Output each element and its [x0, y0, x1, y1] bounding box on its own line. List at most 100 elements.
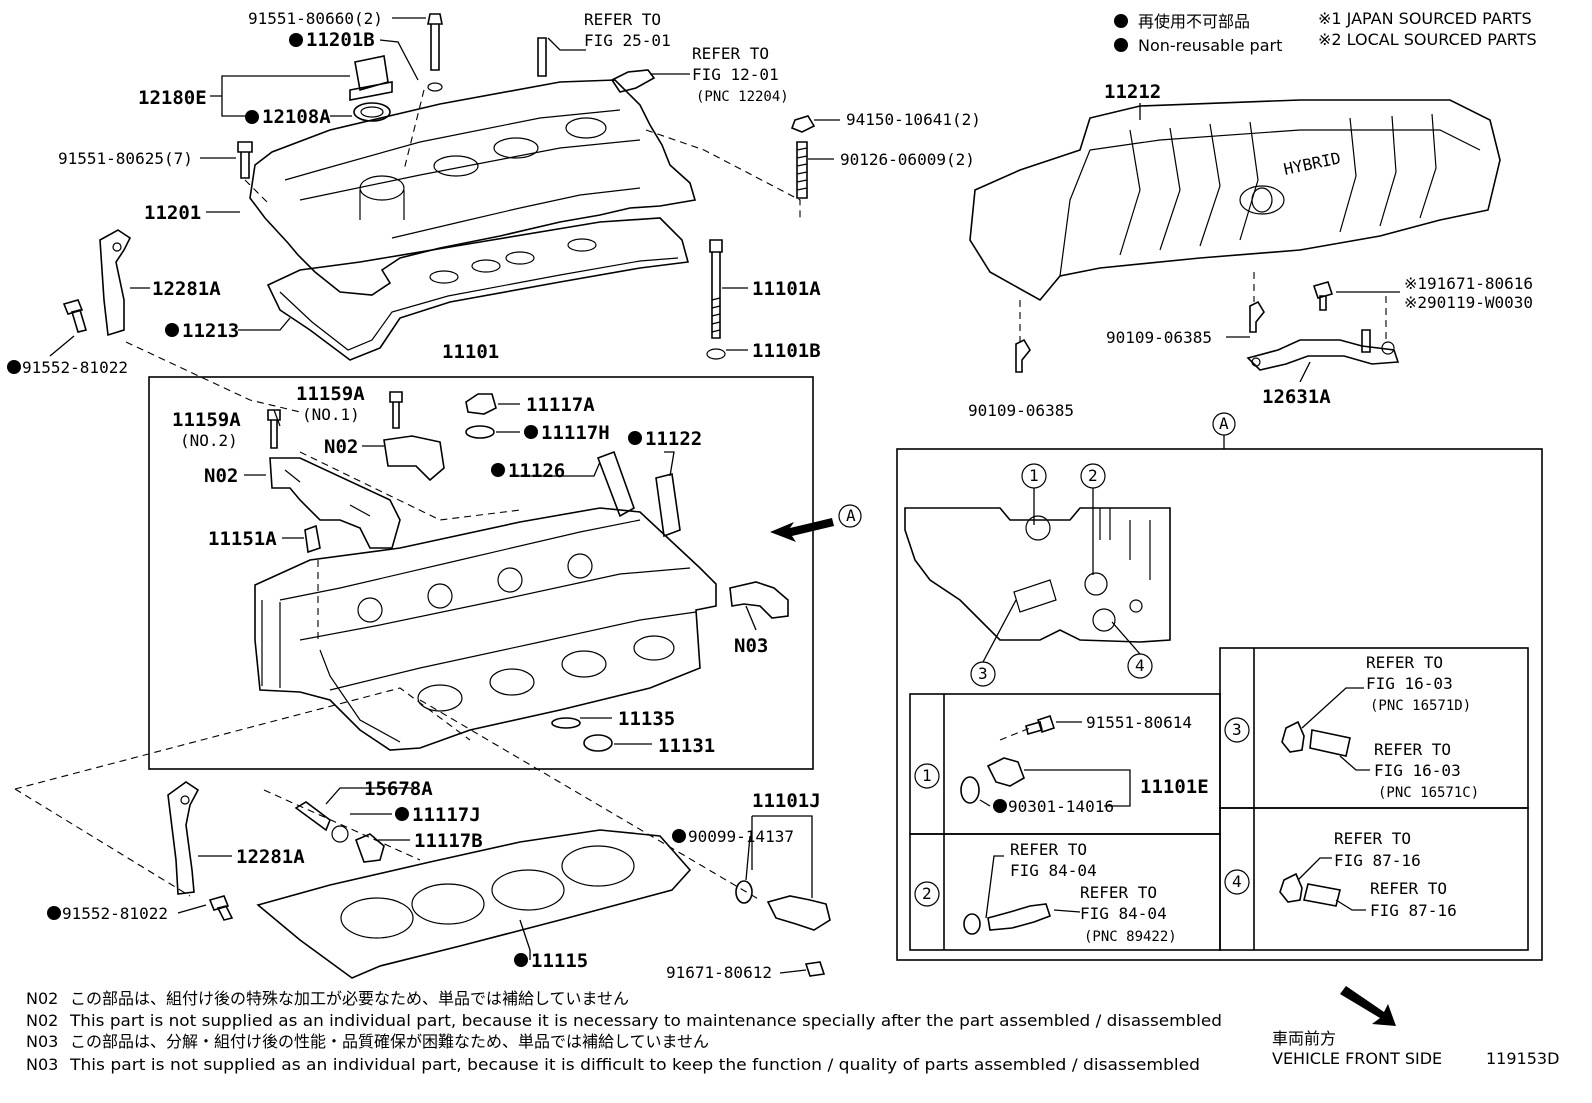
label-12108A: 12108A [262, 106, 331, 128]
note-2-text: This part is not supplied as an individu… [69, 1011, 1222, 1030]
cover-hybrid-text: HYBRID [1282, 148, 1342, 179]
non-reusable-dot-icon [47, 906, 61, 920]
spark-plug-hole [493, 137, 539, 159]
leader-lines [49, 17, 1400, 974]
label-12281A-bottom: 12281A [236, 846, 305, 868]
o-ring-90099 [735, 880, 753, 904]
box-3-label: 3 [1232, 720, 1242, 739]
grommet-90109-right [1249, 300, 1265, 333]
nut-94150 [790, 115, 816, 133]
exhaust-port [561, 650, 607, 678]
label-90109-right: 90109-06385 [1106, 328, 1212, 347]
bolt-91551-80614 [1025, 714, 1056, 735]
pcv-valve [610, 69, 656, 93]
spark-plug-hole [433, 155, 479, 177]
label-11159A-no1: 11159A [296, 383, 365, 405]
label-91552-81022-bottom: 91552-81022 [62, 904, 168, 923]
label-11159A-no2: 11159A [172, 409, 241, 431]
label-11159A-no1-sub: (NO.1) [302, 405, 360, 424]
stud-refer-25-01 [537, 37, 547, 77]
label-N02-b: N02 [204, 465, 238, 487]
label-11117B: 11117B [414, 830, 483, 852]
legend-note-2: ※2 LOCAL SOURCED PARTS [1318, 30, 1537, 49]
label-11201B: 11201B [306, 29, 375, 51]
refer-84-04-c2: (PNC 89422) [1084, 929, 1177, 945]
refer-25-01-a: REFER TO [584, 10, 661, 29]
refer-12-01-c: (PNC 12204) [696, 89, 789, 105]
footnotes: N02 この部品は、組付け後の特殊な加工が必要なため、単品では補給していません … [26, 989, 1222, 1074]
non-reusable-dot-icon [165, 323, 179, 337]
label-11117H: 11117H [541, 422, 610, 444]
gasket-11117H [465, 425, 495, 439]
view-a-arrow-icon [770, 518, 834, 542]
legend: 再使用不可部品 Non-reusable part ※1 JAPAN SOURC… [1114, 9, 1537, 55]
hose-fig87 [1303, 883, 1341, 907]
refer-12-01-a: REFER TO [692, 44, 769, 63]
oil-filler-cap [349, 55, 393, 101]
callout-1-label: 1 [1029, 466, 1039, 485]
detail-box-3 [1219, 647, 1529, 809]
sensor-fig84 [987, 903, 1052, 931]
cover-gasket [266, 217, 690, 361]
sensor-11101J [766, 895, 831, 931]
non-reusable-dot-icon [289, 33, 303, 47]
label-11101E: 11101E [1140, 776, 1209, 798]
label-15678A: 15678A [364, 778, 433, 800]
note-3-code: N03 [26, 1032, 58, 1051]
non-reusable-dot-icon [672, 829, 686, 843]
part-labels: 91551-80660(2) 11201B 12180E 12108A 9155… [7, 9, 1533, 982]
detail-box-4 [1219, 807, 1529, 951]
box-2-label: 2 [922, 884, 932, 903]
engine-hanger-top [99, 229, 132, 337]
legend-jp-label: 再使用不可部品 [1138, 12, 1250, 31]
label-11101B: 11101B [752, 340, 821, 362]
legend-en-label: Non-reusable part [1138, 36, 1282, 55]
bolt-91551-80625 [237, 141, 253, 179]
bolt-91671-80616 [1312, 281, 1334, 311]
callout-4-label: 4 [1135, 656, 1145, 675]
gasket-11117J [331, 825, 349, 843]
engine-hanger-bottom [167, 781, 200, 895]
hose-n03 [729, 581, 789, 619]
label-11201: 11201 [144, 202, 201, 224]
refer-16-03-b2: FIG 16-03 [1374, 761, 1461, 780]
bolt-91552-top [62, 299, 88, 333]
refer-87-16-b2: FIG 87-16 [1370, 901, 1457, 920]
bolt-91551-80660 [427, 13, 443, 71]
refer-25-01-b: FIG 25-01 [584, 31, 671, 50]
label-90109-left: 90109-06385 [968, 401, 1074, 420]
non-reusable-dot-icon [993, 799, 1007, 813]
label-11122: 11122 [645, 428, 702, 450]
bolt-91671-80612 [804, 961, 826, 977]
camshaft-bearing-cap-no2 [269, 457, 401, 549]
non-reusable-dot-icon [7, 360, 21, 374]
cylinder-head-cover-group [62, 13, 816, 361]
label-91551-80660: 91551-80660(2) [248, 9, 383, 28]
label-91552-81022-top: 91552-81022 [22, 358, 128, 377]
block-view [904, 507, 1171, 643]
view-a-circle [838, 504, 862, 528]
callout-2-label: 2 [1088, 466, 1098, 485]
exhaust-port [633, 635, 675, 661]
refer-84-04-b1: FIG 84-04 [1010, 861, 1097, 880]
box-1-label: 1 [922, 766, 932, 785]
pipe-3 [1013, 579, 1057, 613]
box-4-label: 4 [1232, 872, 1242, 891]
footer: 車両前方 VEHICLE FRONT SIDE 119153D [1272, 986, 1559, 1068]
label-90099: 90099-14137 [688, 827, 794, 846]
non-reusable-dot-icon [491, 463, 505, 477]
non-reusable-dot-icon [628, 431, 642, 445]
label-90119: ※290119-W0030 [1404, 293, 1533, 312]
clip-16571D [1281, 720, 1305, 753]
non-reusable-dot-icon [514, 953, 528, 967]
cap-bolt-no1 [389, 391, 403, 429]
vehicle-front-arrow-icon [1340, 986, 1396, 1026]
front-jp-label: 車両前方 [1272, 1029, 1336, 1048]
figure-id: 119153D [1486, 1049, 1559, 1068]
non-reusable-dot-icon [1114, 14, 1128, 28]
legend-note-1: ※1 JAPAN SOURCED PARTS [1318, 9, 1532, 28]
valve-guide-11122 [655, 473, 681, 538]
washer [427, 82, 443, 92]
label-11101: 11101 [442, 341, 499, 363]
cylinder-head-cover [249, 79, 697, 296]
